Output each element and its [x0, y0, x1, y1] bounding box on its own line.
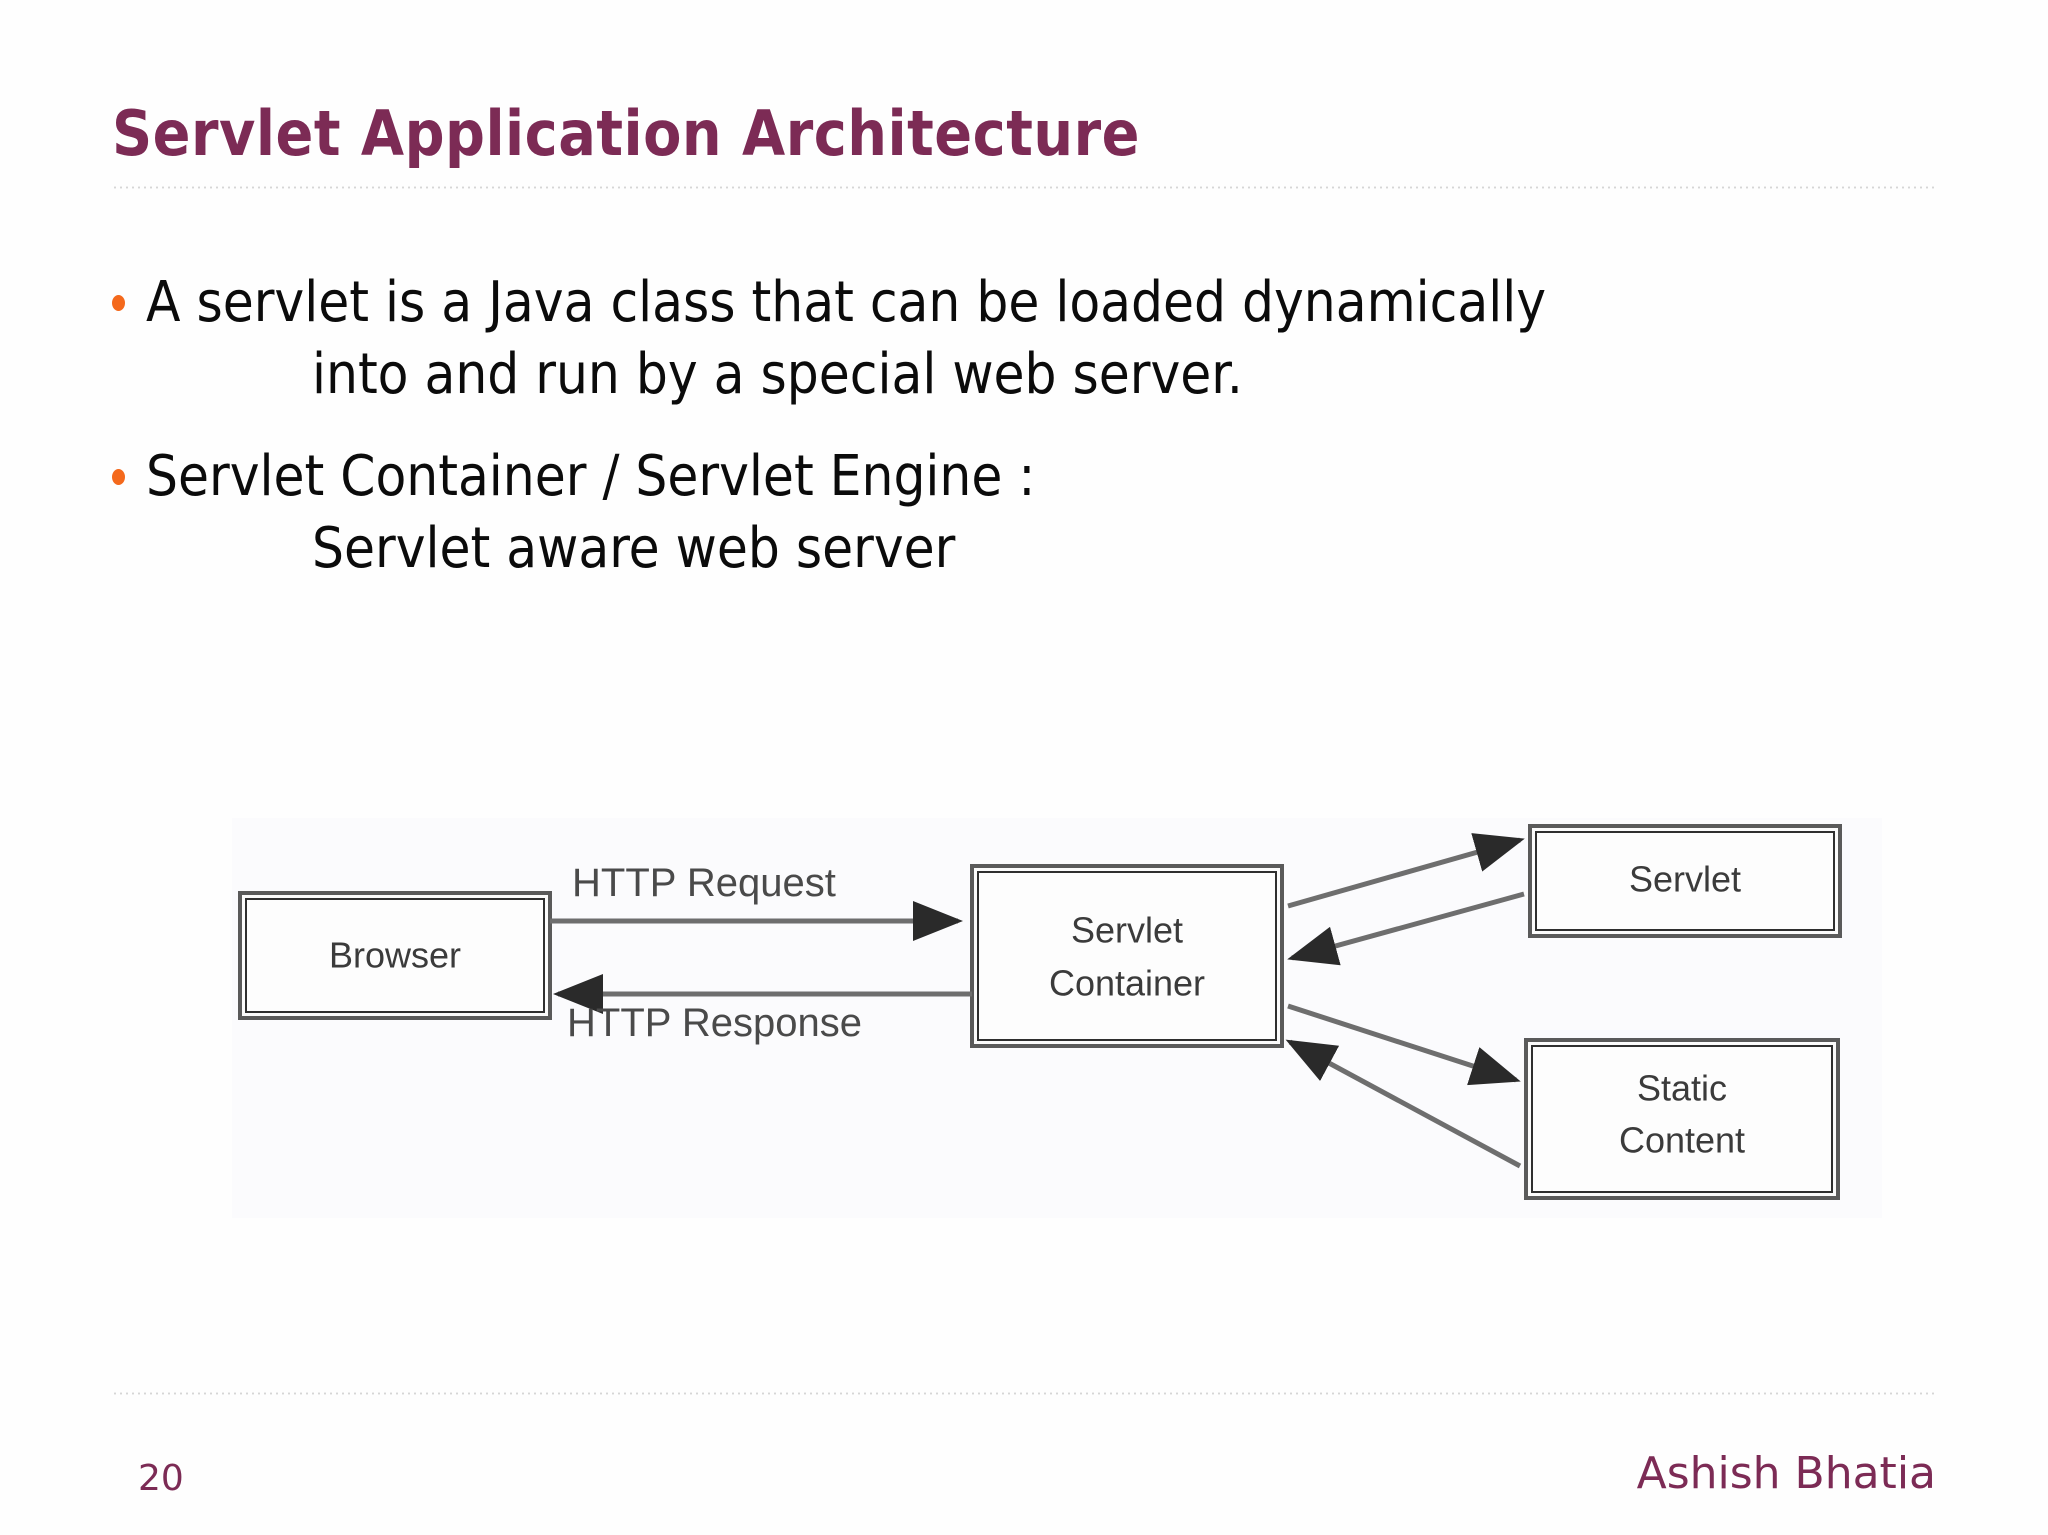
bullet-item-1: A servlet is a Java class that can be lo… — [112, 270, 1942, 336]
http-request-label: HTTP Request — [572, 861, 836, 905]
diagram-edge-container-to-servlet — [1287, 833, 1525, 909]
diagram-edge-servlet-to-container — [1287, 891, 1525, 966]
bullet-spacer — [112, 418, 1942, 444]
diagram-node-static-content: Static Content — [1524, 1038, 1840, 1200]
static-to-container-arrow — [1285, 1039, 1522, 1169]
servlet-label: Servlet — [1629, 859, 1741, 900]
slide-body: A servlet is a Java class that can be lo… — [112, 270, 1942, 592]
diagram-edge-container-to-static — [1287, 1003, 1521, 1086]
title-divider — [112, 186, 1936, 189]
bullet-item-2-continuation-text: Servlet aware web server — [312, 516, 956, 581]
footer-divider — [112, 1392, 1936, 1395]
diagram-edge-http-response: HTTP Response — [553, 974, 972, 1045]
bullet-item-1-continuation: into and run by a special web server. — [112, 342, 1942, 408]
author-name: Ashish Bhatia — [1636, 1448, 1936, 1499]
diagram-edge-http-request: HTTP Request — [550, 861, 963, 941]
servlet-container-label-line1: Servlet — [1071, 910, 1183, 951]
http-response-label: HTTP Response — [567, 1001, 862, 1045]
diagram-svg: Browser Servlet Container Servlet Static — [238, 824, 1842, 1200]
static-content-label-line1: Static — [1637, 1068, 1727, 1109]
bullet-item-2-text: Servlet Container / Servlet Engine : — [146, 444, 1036, 509]
browser-box-inner — [245, 898, 545, 1013]
diagram-node-servlet: Servlet — [1528, 824, 1842, 938]
container-to-static-arrow — [1287, 1003, 1521, 1086]
bullet-item-1-text: A servlet is a Java class that can be lo… — [146, 270, 1547, 335]
bullet-dot-icon — [112, 270, 146, 336]
servlet-architecture-diagram: Browser Servlet Container Servlet Static — [232, 818, 1882, 1218]
browser-label: Browser — [329, 935, 461, 976]
page-title: Servlet Application Architecture — [112, 96, 1140, 170]
static-content-label-line2: Content — [1619, 1120, 1745, 1161]
servlet-container-label-line2: Container — [1049, 963, 1205, 1004]
bullet-dot-icon — [112, 444, 146, 510]
diagram-edge-static-to-container — [1285, 1039, 1522, 1169]
page-number: 20 — [138, 1458, 184, 1499]
servlet-to-container-arrow — [1287, 891, 1525, 966]
servlet-container-box-inner — [977, 871, 1277, 1041]
diagram-node-browser: Browser — [238, 891, 552, 1020]
servlet-box-inner — [1535, 831, 1835, 931]
bullet-item-1-continuation-text: into and run by a special web server. — [312, 342, 1243, 407]
diagram-node-servlet-container: Servlet Container — [970, 864, 1284, 1048]
bullet-item-2: Servlet Container / Servlet Engine : — [112, 444, 1942, 510]
static-content-box-inner — [1531, 1045, 1833, 1193]
bullet-item-2-continuation: Servlet aware web server — [112, 516, 1942, 582]
container-to-servlet-arrow — [1287, 833, 1525, 909]
